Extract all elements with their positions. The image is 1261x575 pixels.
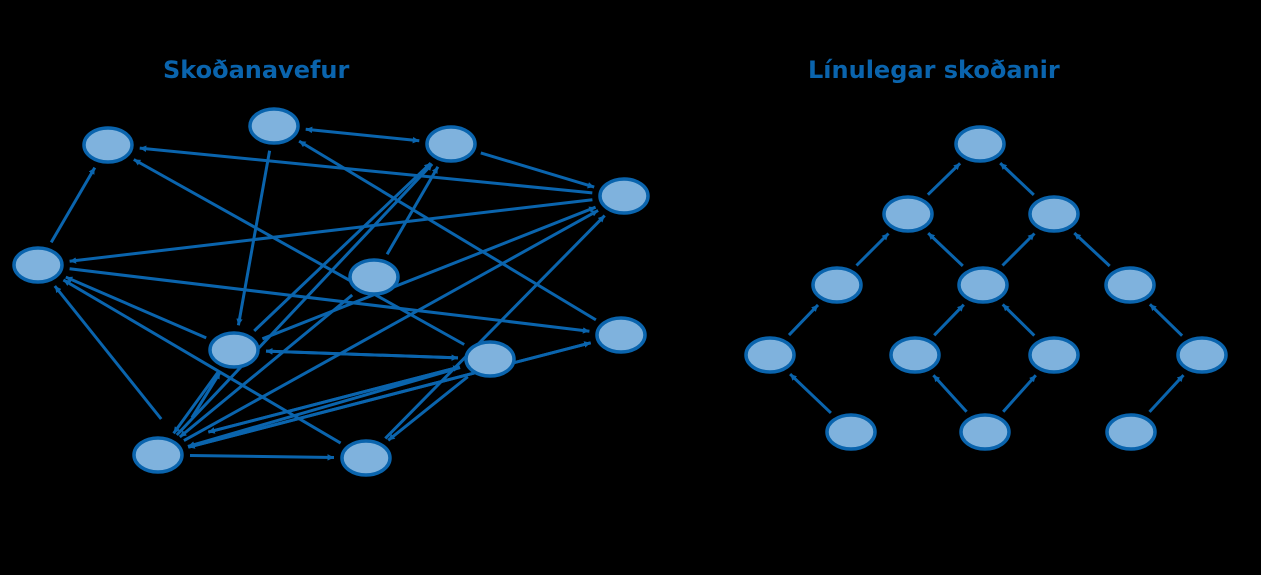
linear-node-r7 [744,336,796,374]
web-edge-b-c [305,126,420,144]
linear-edge-r11-r7 [789,373,832,414]
web-edge-g-e [65,275,207,340]
web-node-i [464,340,516,378]
web-edge-i-a [133,158,465,346]
linear-edge-r10-r6 [1148,303,1184,337]
linear-edge-r5-r3 [1001,232,1036,267]
web-edge-e-h [69,267,590,334]
web-edge-l-e [53,285,163,420]
title-linear-opinions: Línulegar skoðanir [808,56,1060,84]
linear-node-r13 [1105,413,1157,451]
linear-opinions-edges [787,162,1185,414]
web-edge-g-c [253,162,432,332]
linear-opinions-nodes [744,125,1228,451]
web-edge-i-g [265,348,459,360]
web-node-h [595,316,647,354]
opinion-web-nodes [12,107,650,477]
linear-node-r11 [825,413,877,451]
web-edge-d-e [69,198,593,264]
linear-edge-r12-r8 [932,374,968,413]
web-edge-c-d [480,151,595,189]
web-node-e [12,246,64,284]
linear-edge-r13-r10 [1148,374,1185,413]
web-edge-g-d [261,205,597,341]
web-node-f [348,258,400,296]
web-edge-k-d [384,214,606,440]
web-edge-d-a [139,145,593,195]
title-opinion-web: Skoðanavefur [163,56,350,84]
linear-edge-r6-r3 [1073,231,1111,268]
linear-node-r8 [889,336,941,374]
web-node-j [132,436,184,474]
linear-edge-r7-r4 [787,303,820,337]
linear-node-r5 [957,266,1009,304]
web-node-c [425,125,477,163]
linear-node-r4 [811,266,863,304]
linear-edge-r2-r1 [926,162,962,196]
web-edge-j-k [189,454,335,461]
linear-node-r1 [954,125,1006,163]
linear-edge-r3-r1 [999,162,1035,196]
linear-edge-r12-r9 [1002,374,1037,413]
linear-edge-r5-r2 [927,232,964,267]
web-edge-l-i [207,365,461,434]
linear-node-r12 [959,413,1011,451]
web-node-g [208,331,260,369]
linear-edge-r4-r2 [855,232,890,267]
web-edge-b-g [236,150,272,326]
web-node-k [340,439,392,477]
web-node-d [598,177,650,215]
linear-node-r2 [882,195,934,233]
linear-node-r6 [1104,266,1156,304]
linear-edge-r8-r5 [933,303,965,337]
web-node-b [248,107,300,145]
web-node-a [82,126,134,164]
linear-edge-r9-r5 [1001,303,1036,337]
opinion-web-edges [49,126,606,461]
linear-node-r10 [1176,336,1228,374]
linear-node-r3 [1028,195,1080,233]
linear-node-r9 [1028,336,1080,374]
web-edge-e-a [49,166,97,244]
web-edge-h-b [298,139,597,322]
